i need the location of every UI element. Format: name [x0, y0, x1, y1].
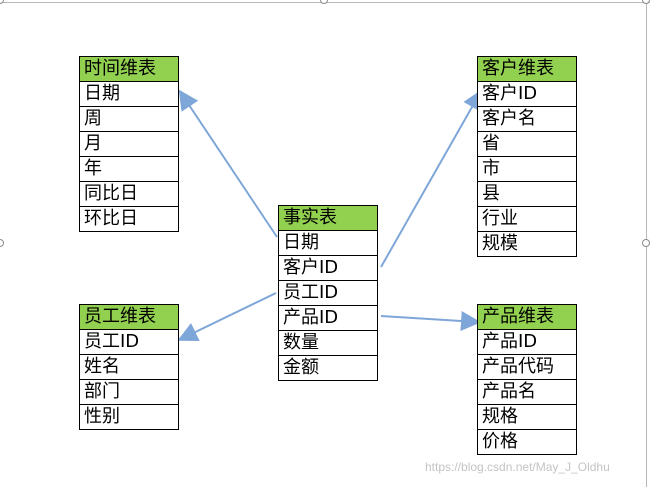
arrow-fact-to-employee: [177, 292, 277, 342]
fact-field-date: 日期: [279, 231, 377, 256]
time-field-yoy-day: 同比日: [80, 182, 178, 207]
fact-table: 事实表 日期 客户ID 员工ID 产品ID 数量 金额: [278, 205, 378, 381]
left-center-handle[interactable]: [0, 239, 4, 247]
time-field-year: 年: [80, 157, 178, 182]
product-field-name: 产品名: [478, 380, 576, 405]
customer-dimension-title: 客户维表: [478, 57, 576, 82]
customer-field-name: 客户名: [478, 107, 576, 132]
fact-field-customer-id: 客户ID: [279, 256, 377, 281]
customer-field-scale: 规模: [482, 233, 518, 254]
time-dimension-table: 时间维表 日期 周 月 年 同比日 环比日: [79, 56, 179, 232]
employee-field-id: 员工ID: [80, 330, 178, 355]
product-dimension-title: 产品维表: [478, 305, 576, 330]
customer-field-province: 省: [478, 132, 576, 157]
customer-dimension-table: 客户维表 客户ID 客户名 省 市 县 行业 规模: [477, 56, 577, 257]
product-field-price: 价格: [482, 431, 518, 452]
time-field-date: 日期: [80, 82, 178, 107]
product-field-id: 产品ID: [478, 330, 576, 355]
product-field-code: 产品代码: [478, 355, 576, 380]
fact-field-amount: 金额: [283, 357, 319, 378]
customer-field-city: 市: [478, 157, 576, 182]
top-right-handle[interactable]: [642, 0, 650, 4]
customer-field-county: 县: [478, 182, 576, 207]
top-center-handle[interactable]: [320, 0, 328, 4]
time-dimension-title: 时间维表: [80, 57, 178, 82]
employee-field-department: 部门: [80, 380, 178, 405]
customer-field-industry: 行业: [478, 207, 576, 232]
employee-field-gender: 性别: [84, 406, 120, 427]
employee-dimension-title: 员工维表: [80, 305, 178, 330]
source-watermark: https://blog.csdn.net/May_J_Oldhu: [425, 460, 610, 474]
product-dimension-table: 产品维表 产品ID 产品代码 产品名 规格 价格: [477, 304, 577, 455]
fact-field-quantity: 数量: [279, 331, 377, 356]
top-left-handle[interactable]: [0, 0, 4, 4]
arrow-fact-to-customer: [380, 89, 482, 268]
customer-field-id: 客户ID: [478, 82, 576, 107]
product-field-spec: 规格: [478, 405, 576, 430]
arrow-fact-to-time: [178, 89, 278, 238]
employee-dimension-table: 员工维表 员工ID 姓名 部门 性别: [79, 304, 179, 430]
time-field-month: 月: [80, 132, 178, 157]
fact-table-title: 事实表: [279, 206, 377, 231]
arrow-fact-to-product: [380, 311, 481, 331]
fact-field-product-id: 产品ID: [279, 306, 377, 331]
employee-field-name: 姓名: [80, 355, 178, 380]
time-field-mom-day: 环比日: [84, 208, 138, 229]
time-field-week: 周: [80, 107, 178, 132]
fact-field-employee-id: 员工ID: [279, 281, 377, 306]
right-center-handle[interactable]: [642, 239, 650, 247]
